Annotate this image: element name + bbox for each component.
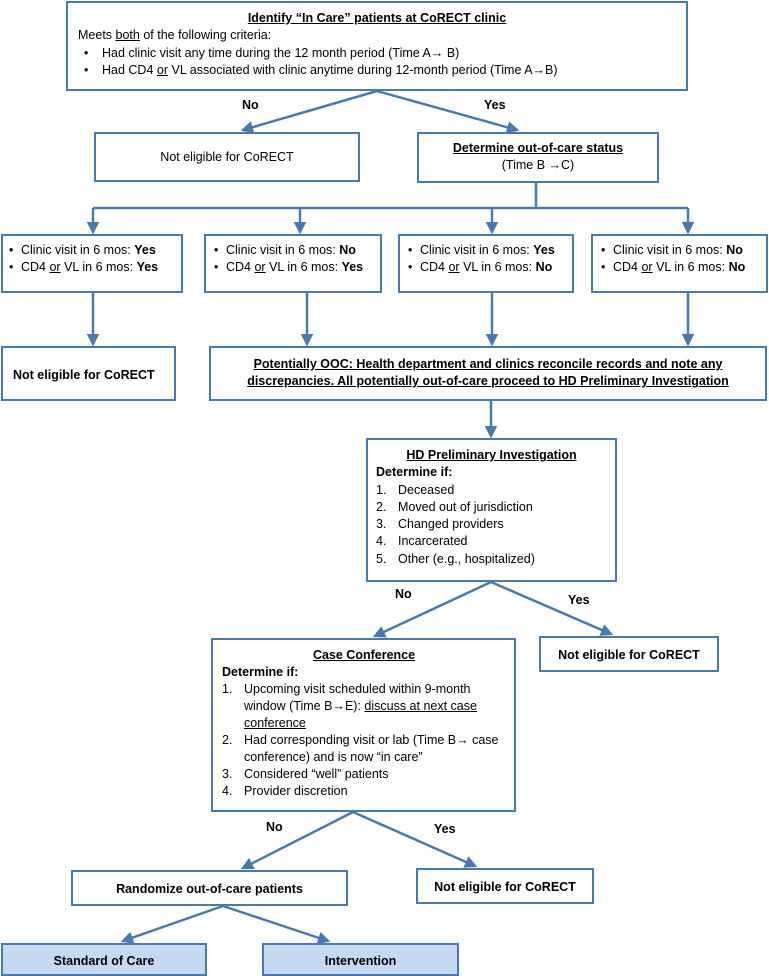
not-eligible-box-top: Not eligible for CoRECT xyxy=(94,132,360,182)
status-3-clinic: Clinic visit in 6 mos: Yes xyxy=(408,242,572,260)
status-box-1: Clinic visit in 6 mos: Yes CD4 or VL in … xyxy=(1,234,183,293)
determine-ooc-title: Determine out-of-care status xyxy=(452,141,624,155)
standard-of-care-box: Standard of Care xyxy=(1,943,207,976)
arrow-hd-no xyxy=(372,580,492,638)
identify-in-care-box: Identify “In Care” patients at CoRECT cl… xyxy=(66,1,688,91)
arrow-case-no xyxy=(240,810,354,870)
status-box-2: Clinic visit in 6 mos: No CD4 or VL in 6… xyxy=(204,234,382,293)
status-4-lab: CD4 or VL in 6 mos: No xyxy=(601,259,766,277)
arrow-identify-yes xyxy=(376,89,520,134)
identify-intro: Meets both of the following criteria: xyxy=(78,28,272,43)
arrow-case-yes xyxy=(352,810,478,868)
label-yes-3: Yes xyxy=(434,822,456,836)
status-3-lab: CD4 or VL in 6 mos: No xyxy=(408,259,572,277)
criteria-item-1: Had clinic visit any time during the 12 … xyxy=(78,45,676,63)
arrow-rand-intervention xyxy=(222,904,331,944)
not-eligible-box-hd: Not eligible for CoRECT xyxy=(539,636,719,672)
label-no-2: No xyxy=(395,587,412,601)
determine-ooc-sub: (Time B →C) xyxy=(501,158,575,173)
determine-ooc-box: Determine out-of-care status (Time B →C) xyxy=(417,132,659,183)
status-1-lab: CD4 or VL in 6 mos: Yes xyxy=(9,259,181,277)
criteria-item-2: Had CD4 or VL associated with clinic any… xyxy=(78,62,676,80)
arrow-identify-no xyxy=(240,89,378,134)
label-yes-2: Yes xyxy=(568,593,590,607)
status-4-clinic: Clinic visit in 6 mos: No xyxy=(601,242,766,260)
hd-item-1: 1.Deceased xyxy=(376,482,455,497)
hd-title: HD Preliminary Investigation xyxy=(406,448,577,462)
label-yes-1: Yes xyxy=(484,98,506,112)
hd-preliminary-box: HD Preliminary Investigation Determine i… xyxy=(366,438,617,582)
label-no-3: No xyxy=(266,820,283,834)
identify-title: Identify “In Care” patients at CoRECT cl… xyxy=(247,11,507,25)
case-item-3: 3.Considered “well” patients xyxy=(222,767,389,781)
case-determine: Determine if: xyxy=(222,665,299,679)
status-2-clinic: Clinic visit in 6 mos: No xyxy=(214,242,380,260)
case-item-4: 4.Provider discretion xyxy=(222,784,348,798)
hd-item-2: 2.Moved out of jurisdiction xyxy=(376,499,533,514)
case-list: 1.Upcoming visit scheduled within 9-mont… xyxy=(222,681,506,800)
not-eligible-box-case: Not eligible for CoRECT xyxy=(416,868,594,904)
potentially-ooc-box: Potentially OOC: Health department and c… xyxy=(209,346,767,401)
arrow-hd-yes xyxy=(490,580,614,636)
status-2-lab: CD4 or VL in 6 mos: Yes xyxy=(214,259,380,277)
arrow-rand-standard xyxy=(120,904,224,944)
case-item-1: 1.Upcoming visit scheduled within 9-mont… xyxy=(222,682,477,730)
case-title: Case Conference xyxy=(312,648,416,662)
not-eligible-box-left: Not eligible for CoRECT xyxy=(1,346,176,401)
case-conference-box: Case Conference Determine if: 1.Upcoming… xyxy=(211,638,516,812)
status-1-clinic: Clinic visit in 6 mos: Yes xyxy=(9,242,181,260)
hd-item-3: 3.Changed providers xyxy=(376,517,504,531)
randomize-box: Randomize out-of-care patients xyxy=(71,870,348,906)
status-box-4: Clinic visit in 6 mos: No CD4 or VL in 6… xyxy=(591,234,768,293)
hd-item-4: 4.Incarcerated xyxy=(376,534,468,549)
hd-list: 1.Deceased 2.Moved out of jurisdiction 3… xyxy=(376,482,607,568)
hd-determine: Determine if: xyxy=(376,465,453,480)
status-box-3: Clinic visit in 6 mos: Yes CD4 or VL in … xyxy=(398,234,574,293)
case-item-2: 2.Had corresponding visit or lab (Time B… xyxy=(222,733,499,764)
label-no-1: No xyxy=(242,98,259,112)
hd-item-5: 5.Other (e.g., hospitalized) xyxy=(376,551,535,566)
intervention-box: Intervention xyxy=(262,943,459,976)
identify-criteria-list: Had clinic visit any time during the 12 … xyxy=(78,45,676,80)
